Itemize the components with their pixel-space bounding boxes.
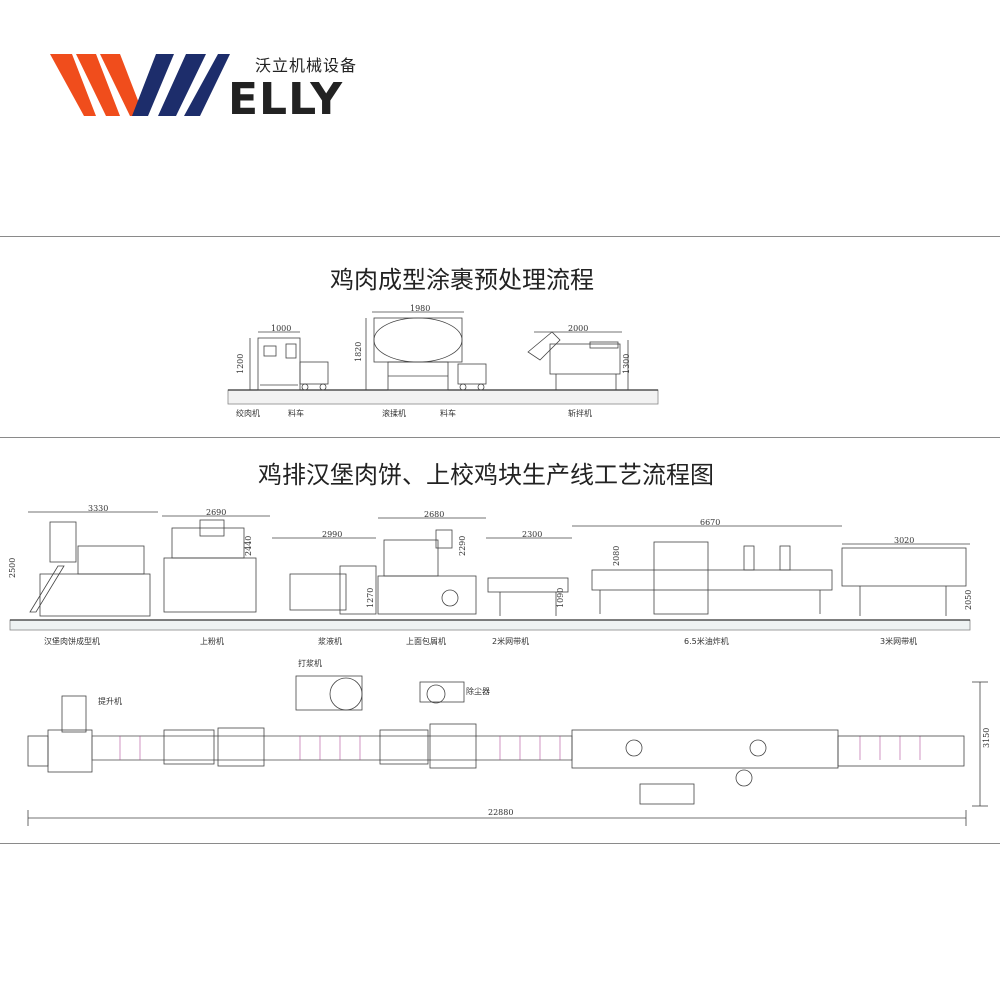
logo-w-mark [50, 54, 230, 116]
machine-label-conveyor-2m: 2米网带机 [492, 637, 530, 646]
cart-drawing-2 [457, 363, 487, 391]
dimension-label: 2000 [568, 324, 589, 333]
machine-label-tumbler: 滚揉机 [382, 409, 406, 418]
brand-name-en: ELLY [228, 74, 344, 125]
cart-drawing-1 [299, 361, 329, 391]
dimension-label: 2990 [322, 530, 343, 539]
mincer-drawing [257, 337, 301, 391]
dimension-label: 1000 [271, 324, 292, 333]
separator-top [0, 236, 1000, 237]
plan-label-dust: 除尘器 [466, 687, 490, 696]
dimension-label: 3020 [894, 536, 915, 545]
machine-label-fryer: 6.5米油炸机 [684, 637, 729, 646]
welly-logo [50, 54, 230, 116]
machine-label-flour-coater: 上粉机 [200, 637, 224, 646]
plan-label-lift: 提升机 [98, 697, 122, 706]
machine-label-cart: 料车 [440, 409, 456, 418]
machine-label-conveyor-3m: 3米网带机 [880, 637, 918, 646]
dimension-label: 1300 [622, 353, 631, 374]
machine-label-burger-former: 汉堡肉饼成型机 [44, 637, 100, 646]
dimension-label: 2050 [964, 589, 973, 610]
section1-title: 鸡肉成型涂裹预处理流程 [330, 266, 594, 294]
dimension-label: 3150 [982, 727, 991, 748]
plan-label-batter: 打浆机 [298, 659, 322, 668]
machine-label-chopper: 斩拌机 [568, 409, 592, 418]
section2-elevation [9, 511, 971, 631]
dimension-label: 1270 [366, 587, 375, 608]
tumbler-drawing [373, 317, 463, 391]
dimension-label: 1200 [236, 353, 245, 374]
section2-title: 鸡排汉堡肉饼、上校鸡块生产线工艺流程图 [258, 461, 714, 489]
dimension-label: 6670 [700, 518, 721, 527]
section2-plan [27, 675, 988, 826]
machine-label-batter: 浆液机 [318, 637, 342, 646]
dimension-label: 1980 [410, 304, 431, 313]
fryer-drawing [591, 541, 833, 615]
machine-label-mincer: 绞肉机 [236, 409, 260, 418]
dimension-label: 1820 [354, 341, 363, 362]
section1-drawing [227, 311, 659, 405]
dimension-label: 2080 [612, 545, 621, 566]
dimension-label: 2290 [458, 535, 467, 556]
dimension-label: 2440 [244, 535, 253, 556]
burger-former-drawing [29, 521, 151, 617]
machine-label-cart: 料车 [288, 409, 304, 418]
separator-middle [0, 437, 1000, 438]
dimension-label: 2500 [8, 557, 17, 578]
breader-drawing [377, 529, 477, 615]
conveyor-3m-drawing [841, 547, 967, 616]
dimension-label: 1090 [556, 587, 565, 608]
separator-bottom [0, 843, 1000, 844]
brand-name-cn: 沃立机械设备 [255, 56, 358, 75]
dimension-label: 2680 [424, 510, 445, 519]
batter-machine-drawing [289, 565, 377, 615]
dimension-label: 2300 [522, 530, 543, 539]
dimension-label: 22880 [488, 808, 514, 817]
dimension-label: 3330 [88, 504, 109, 513]
dimension-label: 2690 [206, 508, 227, 517]
flour-coater-drawing [163, 519, 257, 613]
conveyor-2m-drawing [487, 577, 569, 616]
machine-label-breader: 上面包屑机 [406, 637, 446, 646]
chopper-drawing [527, 331, 621, 390]
